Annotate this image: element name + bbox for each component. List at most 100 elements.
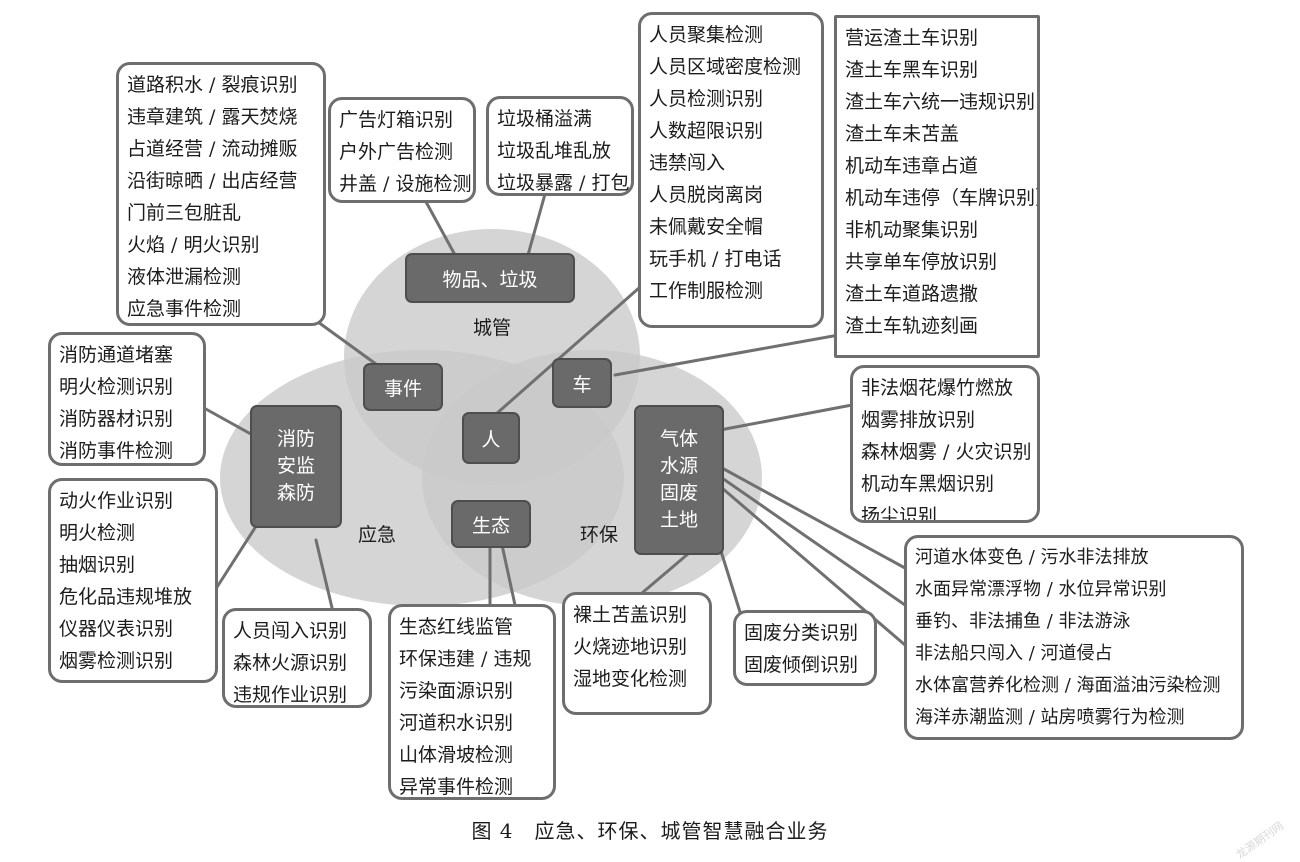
connector-shengtaihx-shengtai-2 xyxy=(500,543,517,607)
callout-line: 仪器仪表识别 xyxy=(59,618,174,640)
node-xiaofang-line-1: 消防 xyxy=(276,428,315,450)
callout-line: 营运渣土车识别 xyxy=(845,27,979,49)
callout-line: 人员区域密度检测 xyxy=(649,56,802,78)
callout-line: 火烧迹地识别 xyxy=(573,636,688,658)
callout-yanhua: 非法烟花爆竹燃放 烟雾排放识别 森林烟雾 / 火灾识别 机动车黑烟识别 扬尘识别 xyxy=(850,365,1040,523)
callout-line: 抽烟识别 xyxy=(59,554,136,576)
callout-line: 明火检测识别 xyxy=(59,376,174,398)
callout-line: 垃圾乱堆乱放 xyxy=(497,140,612,162)
callout-line: 人员脱岗离岗 xyxy=(649,184,764,206)
callout-hedao: 河道水体变色 / 污水非法排放 水面异常漂浮物 / 水位异常识别 垂钓、非法捕鱼… xyxy=(904,535,1244,740)
callout-line: 垂钓、非法捕鱼 / 非法游泳 xyxy=(915,611,1131,632)
node-qiti-line-2: 水源 xyxy=(659,455,698,477)
callout-line: 环保违建 / 违规 xyxy=(399,648,532,670)
connector-laji-wupin xyxy=(526,192,547,257)
callout-line: 非法船只闯入 / 河道侵占 xyxy=(915,643,1113,664)
connector-luotu-qiti xyxy=(640,546,697,595)
callout-guanggao: 广告灯箱识别 户外广告检测 井盖 / 设施检测 xyxy=(328,97,476,203)
connector-xiaofangtd-xiaofang xyxy=(202,406,260,440)
callout-line: 人员检测识别 xyxy=(649,88,764,110)
callout-daolu-shijian: 道路积水 / 裂痕识别 违章建筑 / 露天焚烧 占道经营 / 流动摊贩 沿街晾晒… xyxy=(116,62,326,326)
callout-line: 沿街晾晒 / 出店经营 xyxy=(127,170,298,192)
callout-line: 渣土车未苫盖 xyxy=(845,123,960,145)
connector-hedao-qiti-2 xyxy=(720,476,907,607)
node-ren: 人 xyxy=(462,412,520,464)
callout-line: 玩手机 / 打电话 xyxy=(649,248,782,270)
connector-chuangru-xiaofang xyxy=(314,538,335,614)
callout-line: 消防器材识别 xyxy=(59,408,174,430)
callout-shengtaihx: 生态红线监管 环保违建 / 违规 污染面源识别 河道积水识别 山体滑坡检测 异常… xyxy=(388,604,556,800)
callout-line: 渣土车六统一违规识别 xyxy=(845,91,1036,113)
callout-line: 人数超限识别 xyxy=(649,120,764,142)
callout-gufei: 固废分类识别 固废倾倒识别 xyxy=(733,610,877,686)
callout-line: 消防通道堵塞 xyxy=(59,344,174,366)
callout-line: 垃圾桶溢满 xyxy=(497,108,593,130)
callout-line: 森林火源识别 xyxy=(233,652,348,674)
callout-line: 井盖 / 设施检测 xyxy=(339,173,472,195)
connector-daolu-shijian xyxy=(316,320,382,369)
callout-xiaofangtd: 消防通道堵塞 明火检测识别 消防器材识别 消防事件检测 xyxy=(48,332,206,466)
callout-line: 湿地变化检测 xyxy=(573,668,688,690)
connector-guanggao-wupin xyxy=(423,198,457,257)
callout-line: 海洋赤潮监测 / 站房喷雾行为检测 xyxy=(915,707,1185,728)
node-xiaofang-anjian-senfang: 消防 安监 森防 xyxy=(250,405,342,528)
callout-line: 渣土车道路遗撒 xyxy=(845,283,979,305)
callout-zhatuche: 营运渣土车识别 渣土车黑车识别 渣土车六统一违规识别 渣土车未苫盖 机动车违章占… xyxy=(834,15,1040,358)
callout-line: 液体泄漏检测 xyxy=(127,266,242,288)
callout-laji: 垃圾桶溢满 垃圾乱堆乱放 垃圾暴露 / 打包 xyxy=(486,96,634,196)
node-shengtai: 生态 xyxy=(451,500,531,548)
callout-line: 污染面源识别 xyxy=(399,680,514,702)
callout-line: 未佩戴安全帽 xyxy=(649,216,764,238)
callout-line: 危化品违规堆放 xyxy=(59,586,193,608)
node-qiti-line-4: 土地 xyxy=(659,509,698,531)
callout-line: 森林烟雾 / 火灾识别 xyxy=(861,441,1032,463)
callout-line: 河道积水识别 xyxy=(399,712,514,734)
callout-line: 水面异常漂浮物 / 水位异常识别 xyxy=(915,579,1167,600)
connector-renyuan-ren xyxy=(493,278,650,417)
callout-line: 异常事件检测 xyxy=(399,776,514,798)
callout-donghuo: 动火作业识别 明火检测 抽烟识别 危化品违规堆放 仪器仪表识别 烟雾检测识别 xyxy=(48,478,218,683)
callout-line: 人员闯入识别 xyxy=(233,620,348,642)
connector-donghuo-xiaofang xyxy=(208,518,262,600)
node-xiaofang-line-2: 安监 xyxy=(276,455,315,477)
callout-line: 机动车黑烟识别 xyxy=(861,473,995,495)
callout-line: 消防事件检测 xyxy=(59,440,174,462)
callout-line: 火焰 / 明火识别 xyxy=(127,234,260,256)
callout-line: 水体富营养化检测 / 海面溢油污染检测 xyxy=(915,675,1221,696)
callout-line: 应急事件检测 xyxy=(127,298,242,320)
zone-label-chengguan: 城管 xyxy=(473,317,512,339)
callout-luotu: 裸土苫盖识别 火烧迹地识别 湿地变化检测 xyxy=(562,592,712,715)
callout-line: 扬尘识别 xyxy=(861,505,938,523)
node-xiaofang-line-3: 森防 xyxy=(276,482,315,504)
callout-line: 道路积水 / 裂痕识别 xyxy=(127,74,298,96)
callout-line: 生态红线监管 xyxy=(399,616,514,638)
callout-line: 广告灯箱识别 xyxy=(339,109,454,131)
connector-gufei-qiti xyxy=(718,546,742,614)
callout-line: 垃圾暴露 / 打包 xyxy=(497,172,630,194)
callout-line: 固废倾倒识别 xyxy=(744,654,859,676)
callout-line: 烟雾排放识别 xyxy=(861,409,976,431)
callout-line: 河道水体变色 / 污水非法排放 xyxy=(915,547,1149,568)
node-che: 车 xyxy=(552,358,612,408)
callout-line: 非机动聚集识别 xyxy=(845,219,979,241)
node-qiti-line-3: 固废 xyxy=(659,482,698,504)
callout-line: 机动车违章占道 xyxy=(845,155,979,177)
figure-caption: 图 4 应急、环保、城管智慧融合业务 xyxy=(471,819,829,843)
callout-line: 工作制服检测 xyxy=(649,280,764,302)
node-qiti-shuiyuan-gufei-tudi: 气体 水源 固废 土地 xyxy=(634,405,724,555)
callout-line: 烟雾检测识别 xyxy=(59,650,174,672)
callout-line: 人员聚集检测 xyxy=(649,24,764,46)
callout-line: 裸土苫盖识别 xyxy=(573,604,688,626)
connector-yanhua-qiti xyxy=(718,403,854,432)
callout-renyuan: 人员聚集检测 人员区域密度检测 人员检测识别 人数超限识别 违禁闯入 人员脱岗离… xyxy=(638,12,824,328)
connector-zhatuche-che xyxy=(613,331,852,377)
zone-label-yingji: 应急 xyxy=(358,524,397,546)
callout-line: 共享单车停放识别 xyxy=(845,251,998,273)
callout-line: 渣土车黑车识别 xyxy=(845,59,979,81)
node-wupin-laji: 物品、垃圾 xyxy=(405,253,575,303)
callout-line: 固废分类识别 xyxy=(744,622,859,644)
callout-chuangru: 人员闯入识别 森林火源识别 违规作业识别 xyxy=(222,608,372,708)
node-shijian: 事件 xyxy=(363,363,443,411)
callout-line: 机动车违停（车牌识别） xyxy=(845,187,1040,209)
callout-line: 违章建筑 / 露天焚烧 xyxy=(127,106,298,128)
